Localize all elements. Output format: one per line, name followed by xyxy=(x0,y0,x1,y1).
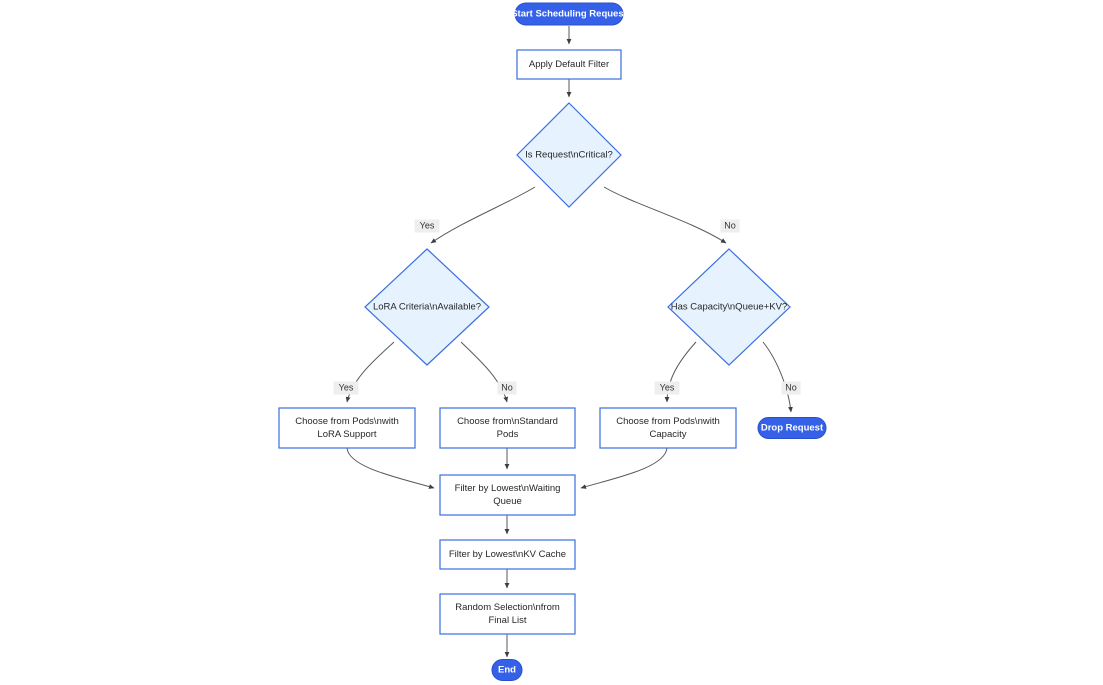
node-text-line: Choose from\nStandard xyxy=(457,416,558,427)
edge-choose_lora-to-filter_queue xyxy=(346,447,435,489)
edge-label-background xyxy=(497,381,517,395)
node-has_capacity[interactable]: Has Capacity\nQueue+KV? xyxy=(667,248,791,366)
decision-diamond-has_capacity[interactable] xyxy=(667,248,791,366)
edge-label-text: Yes xyxy=(660,382,675,392)
process-box-filter_kv[interactable] xyxy=(439,539,576,570)
node-is_critical[interactable]: Is Request\nCritical? xyxy=(516,102,622,208)
process-box-random_selection[interactable] xyxy=(439,593,576,635)
edge-label-background xyxy=(654,381,680,395)
process-box-filter_queue[interactable] xyxy=(439,474,576,516)
node-text-line: Choose from Pods\nwith xyxy=(295,416,399,427)
decision-diamond-is_critical[interactable] xyxy=(516,102,622,208)
edge-label-background xyxy=(720,219,740,233)
edge-label-text: Yes xyxy=(420,220,435,230)
edge-label-lora_criteria-no: No xyxy=(497,381,517,395)
edges-layer xyxy=(345,26,793,658)
process-box-choose_lora[interactable] xyxy=(278,407,416,449)
edge-choose_capacity-to-filter_queue xyxy=(580,447,668,489)
node-text-line: LoRA Criteria\nAvailable? xyxy=(373,302,481,313)
edge-label-has_capacity-no: No xyxy=(781,381,801,395)
terminal-pill-end[interactable] xyxy=(491,659,523,681)
decision-diamond-lora_criteria[interactable] xyxy=(364,248,490,366)
edge-label-text: No xyxy=(785,382,797,392)
terminal-label-drop_request: Drop Request xyxy=(761,423,824,434)
edge-is_critical-to-lora_criteria xyxy=(430,186,536,244)
node-apply_filter[interactable]: Apply Default Filter xyxy=(516,49,622,80)
node-start[interactable]: Start Scheduling Request xyxy=(511,2,628,26)
node-text-line: Choose from Pods\nwith xyxy=(616,416,720,427)
node-text-line: Is Request\nCritical? xyxy=(525,150,613,161)
node-text-line: Filter by Lowest\nWaiting xyxy=(455,483,561,494)
node-text-line: Random Selection\nfrom xyxy=(455,602,560,613)
terminal-label-start: Start Scheduling Request xyxy=(511,9,627,20)
node-text-line: Filter by Lowest\nKV Cache xyxy=(449,549,566,560)
node-drop_request[interactable]: Drop Request xyxy=(757,417,827,439)
node-text-line: Pods xyxy=(497,429,519,440)
edge-label-background xyxy=(333,381,359,395)
edge-has_capacity-to-choose_capacity xyxy=(664,341,697,403)
edge-label-text: No xyxy=(724,220,736,230)
edge-lora_criteria-to-choose_lora xyxy=(345,341,395,403)
node-filter_kv[interactable]: Filter by Lowest\nKV Cache xyxy=(439,539,576,570)
edge-is_critical-to-has_capacity xyxy=(603,186,727,244)
edge-lora_criteria-to-choose_standard xyxy=(460,341,508,403)
node-end[interactable]: End xyxy=(491,659,523,681)
node-text-line: Has Capacity\nQueue+KV? xyxy=(671,302,787,313)
terminal-pill-drop_request[interactable] xyxy=(757,417,827,439)
terminal-pill-start[interactable] xyxy=(514,2,624,26)
edge-label-background xyxy=(781,381,801,395)
node-text-line: Capacity xyxy=(650,429,687,440)
edge-label-text: No xyxy=(501,382,513,392)
edge-has_capacity-to-drop_request xyxy=(762,341,793,413)
node-text-line: Final List xyxy=(488,615,526,626)
process-box-choose_capacity[interactable] xyxy=(599,407,737,449)
edge-label-text: Yes xyxy=(339,382,354,392)
terminal-label-end: End xyxy=(498,665,516,676)
edge-label-has_capacity-yes: Yes xyxy=(654,381,680,395)
node-lora_criteria[interactable]: LoRA Criteria\nAvailable? xyxy=(364,248,490,366)
edge-label-is_critical-yes: Yes xyxy=(414,219,440,233)
node-text-line: Apply Default Filter xyxy=(529,59,609,70)
edge-label-lora_criteria-yes: Yes xyxy=(333,381,359,395)
node-text-line: Queue xyxy=(493,496,522,507)
edge-label-background xyxy=(414,219,440,233)
process-box-choose_standard[interactable] xyxy=(439,407,576,449)
edge-label-is_critical-no: No xyxy=(720,219,740,233)
process-box-apply_filter[interactable] xyxy=(516,49,622,80)
node-text-line: LoRA Support xyxy=(317,429,377,440)
